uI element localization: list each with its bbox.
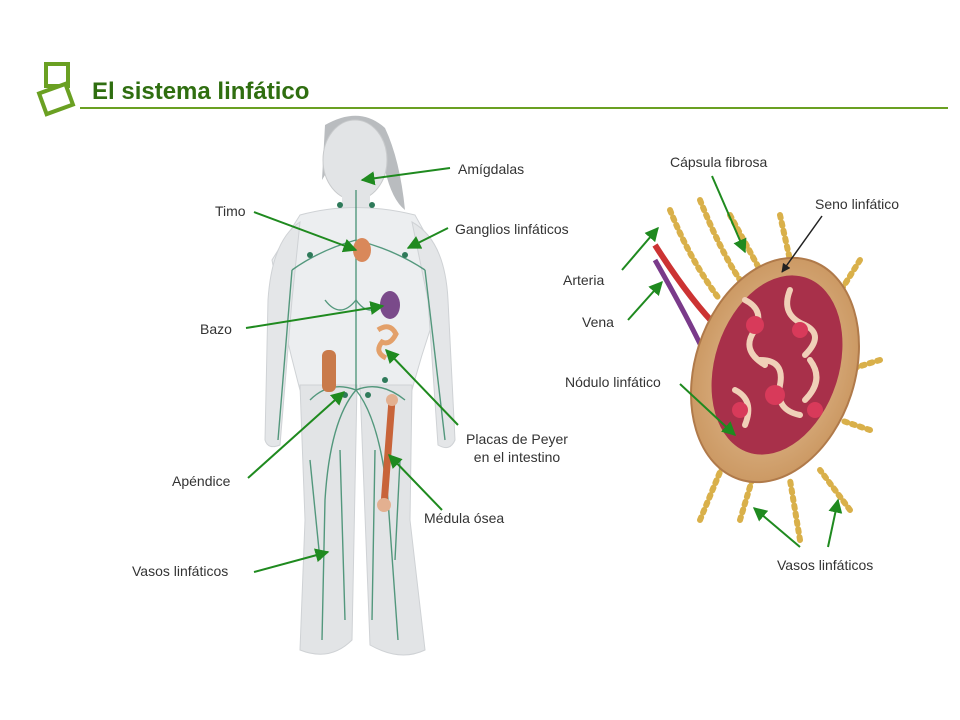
pointer-timo xyxy=(253,211,358,253)
label-seno: Seno linfático xyxy=(815,196,900,212)
pointer-placas xyxy=(385,348,459,426)
label-vasos-left: Vasos linfáticos xyxy=(132,563,229,579)
pointer-capsula xyxy=(711,175,747,254)
label-nodulo: Nódulo linfático xyxy=(565,374,661,390)
pointer-arteria xyxy=(621,226,659,271)
pointer-amigdalas xyxy=(360,167,451,186)
label-apendice: Apéndice xyxy=(172,473,231,489)
pointer-seno xyxy=(781,215,823,273)
pointer-lines xyxy=(245,167,843,573)
lymph-node-section xyxy=(652,197,883,543)
pointer-vasos-right-a xyxy=(752,507,801,548)
label-medula: Médula ósea xyxy=(424,510,505,526)
pointer-vena xyxy=(627,280,663,321)
slide-squares-icon xyxy=(36,62,76,117)
pointer-nodulo xyxy=(679,383,737,436)
pointer-ganglios xyxy=(406,227,449,249)
label-vasos-right: Vasos linfáticos xyxy=(777,557,874,573)
pointer-vasos-right-b xyxy=(827,498,843,548)
label-timo: Timo xyxy=(215,203,246,219)
label-capsula: Cápsula fibrosa xyxy=(670,154,768,170)
human-figure xyxy=(264,115,456,656)
label-bazo: Bazo xyxy=(200,321,232,337)
pointer-vasos-left xyxy=(253,548,330,573)
pointer-apendice xyxy=(247,391,346,479)
label-placas: Placas de Peyer en el intestino xyxy=(452,430,582,466)
label-placas-line2: en el intestino xyxy=(473,449,561,465)
label-arteria: Arteria xyxy=(563,272,605,288)
label-ganglios: Ganglios linfáticos xyxy=(455,221,569,237)
label-vena: Vena xyxy=(582,314,614,330)
pointer-bazo xyxy=(245,301,385,329)
label-placas-line1: Placas de Peyer xyxy=(466,431,568,447)
page-title: El sistema linfático xyxy=(92,78,310,105)
label-amigdalas: Amígdalas xyxy=(458,161,525,177)
pointer-medula xyxy=(388,453,443,511)
